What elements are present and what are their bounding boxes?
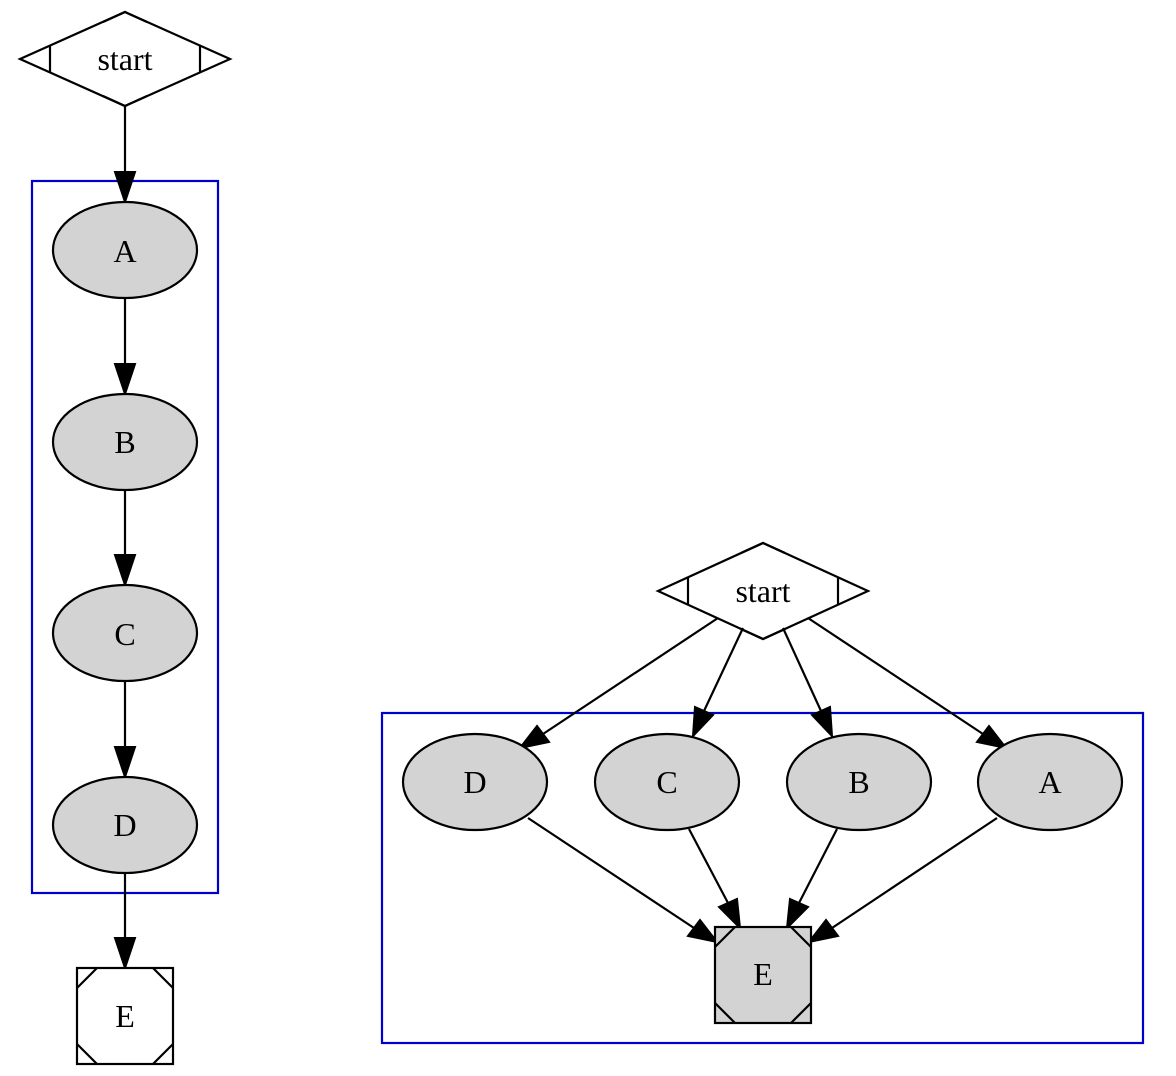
right-node-d[interactable]: D [401, 732, 549, 832]
right-node-a-label: A [1038, 764, 1061, 800]
left-edge-d-e [113, 873, 137, 972]
right-node-b-label: B [848, 764, 869, 800]
left-graph: start A B [17, 10, 233, 1066]
right-node-b[interactable]: B [785, 732, 933, 832]
right-node-d-label: D [463, 764, 486, 800]
right-edge-b-e [785, 828, 838, 931]
right-edge-a-e [806, 817, 998, 944]
left-edge-start-a [113, 106, 137, 206]
right-start-node[interactable]: start [655, 541, 871, 641]
left-node-b[interactable]: B [51, 392, 199, 492]
left-edge-a-b [113, 298, 137, 398]
left-edge-b-c [113, 490, 137, 589]
left-node-a[interactable]: A [51, 200, 199, 300]
right-node-c-label: C [656, 764, 677, 800]
right-node-c[interactable]: C [593, 732, 741, 832]
right-start-label: start [735, 573, 790, 609]
right-edge-start-a [807, 617, 1009, 750]
right-edge-c-e [688, 828, 742, 931]
right-edge-start-c [691, 627, 744, 739]
right-cluster [380, 711, 1145, 1045]
right-edge-start-b [781, 627, 834, 739]
left-start-label: start [97, 41, 152, 77]
left-node-b-label: B [114, 424, 135, 460]
right-edge-start-d [517, 617, 719, 750]
right-edge-d-e [527, 817, 720, 944]
right-graph: start [380, 541, 1145, 1045]
right-node-e-label: E [753, 956, 773, 992]
left-node-c[interactable]: C [51, 583, 199, 683]
left-node-e-label: E [115, 998, 135, 1034]
left-node-a-label: A [113, 233, 136, 269]
left-start-node[interactable]: start [17, 10, 233, 108]
left-node-e[interactable]: E [75, 966, 175, 1066]
right-node-a[interactable]: A [976, 732, 1124, 832]
right-node-e[interactable]: E [713, 925, 813, 1025]
left-node-c-label: C [114, 616, 135, 652]
left-node-d-label: D [113, 807, 136, 843]
left-node-d[interactable]: D [51, 775, 199, 875]
left-edge-c-d [113, 681, 137, 781]
